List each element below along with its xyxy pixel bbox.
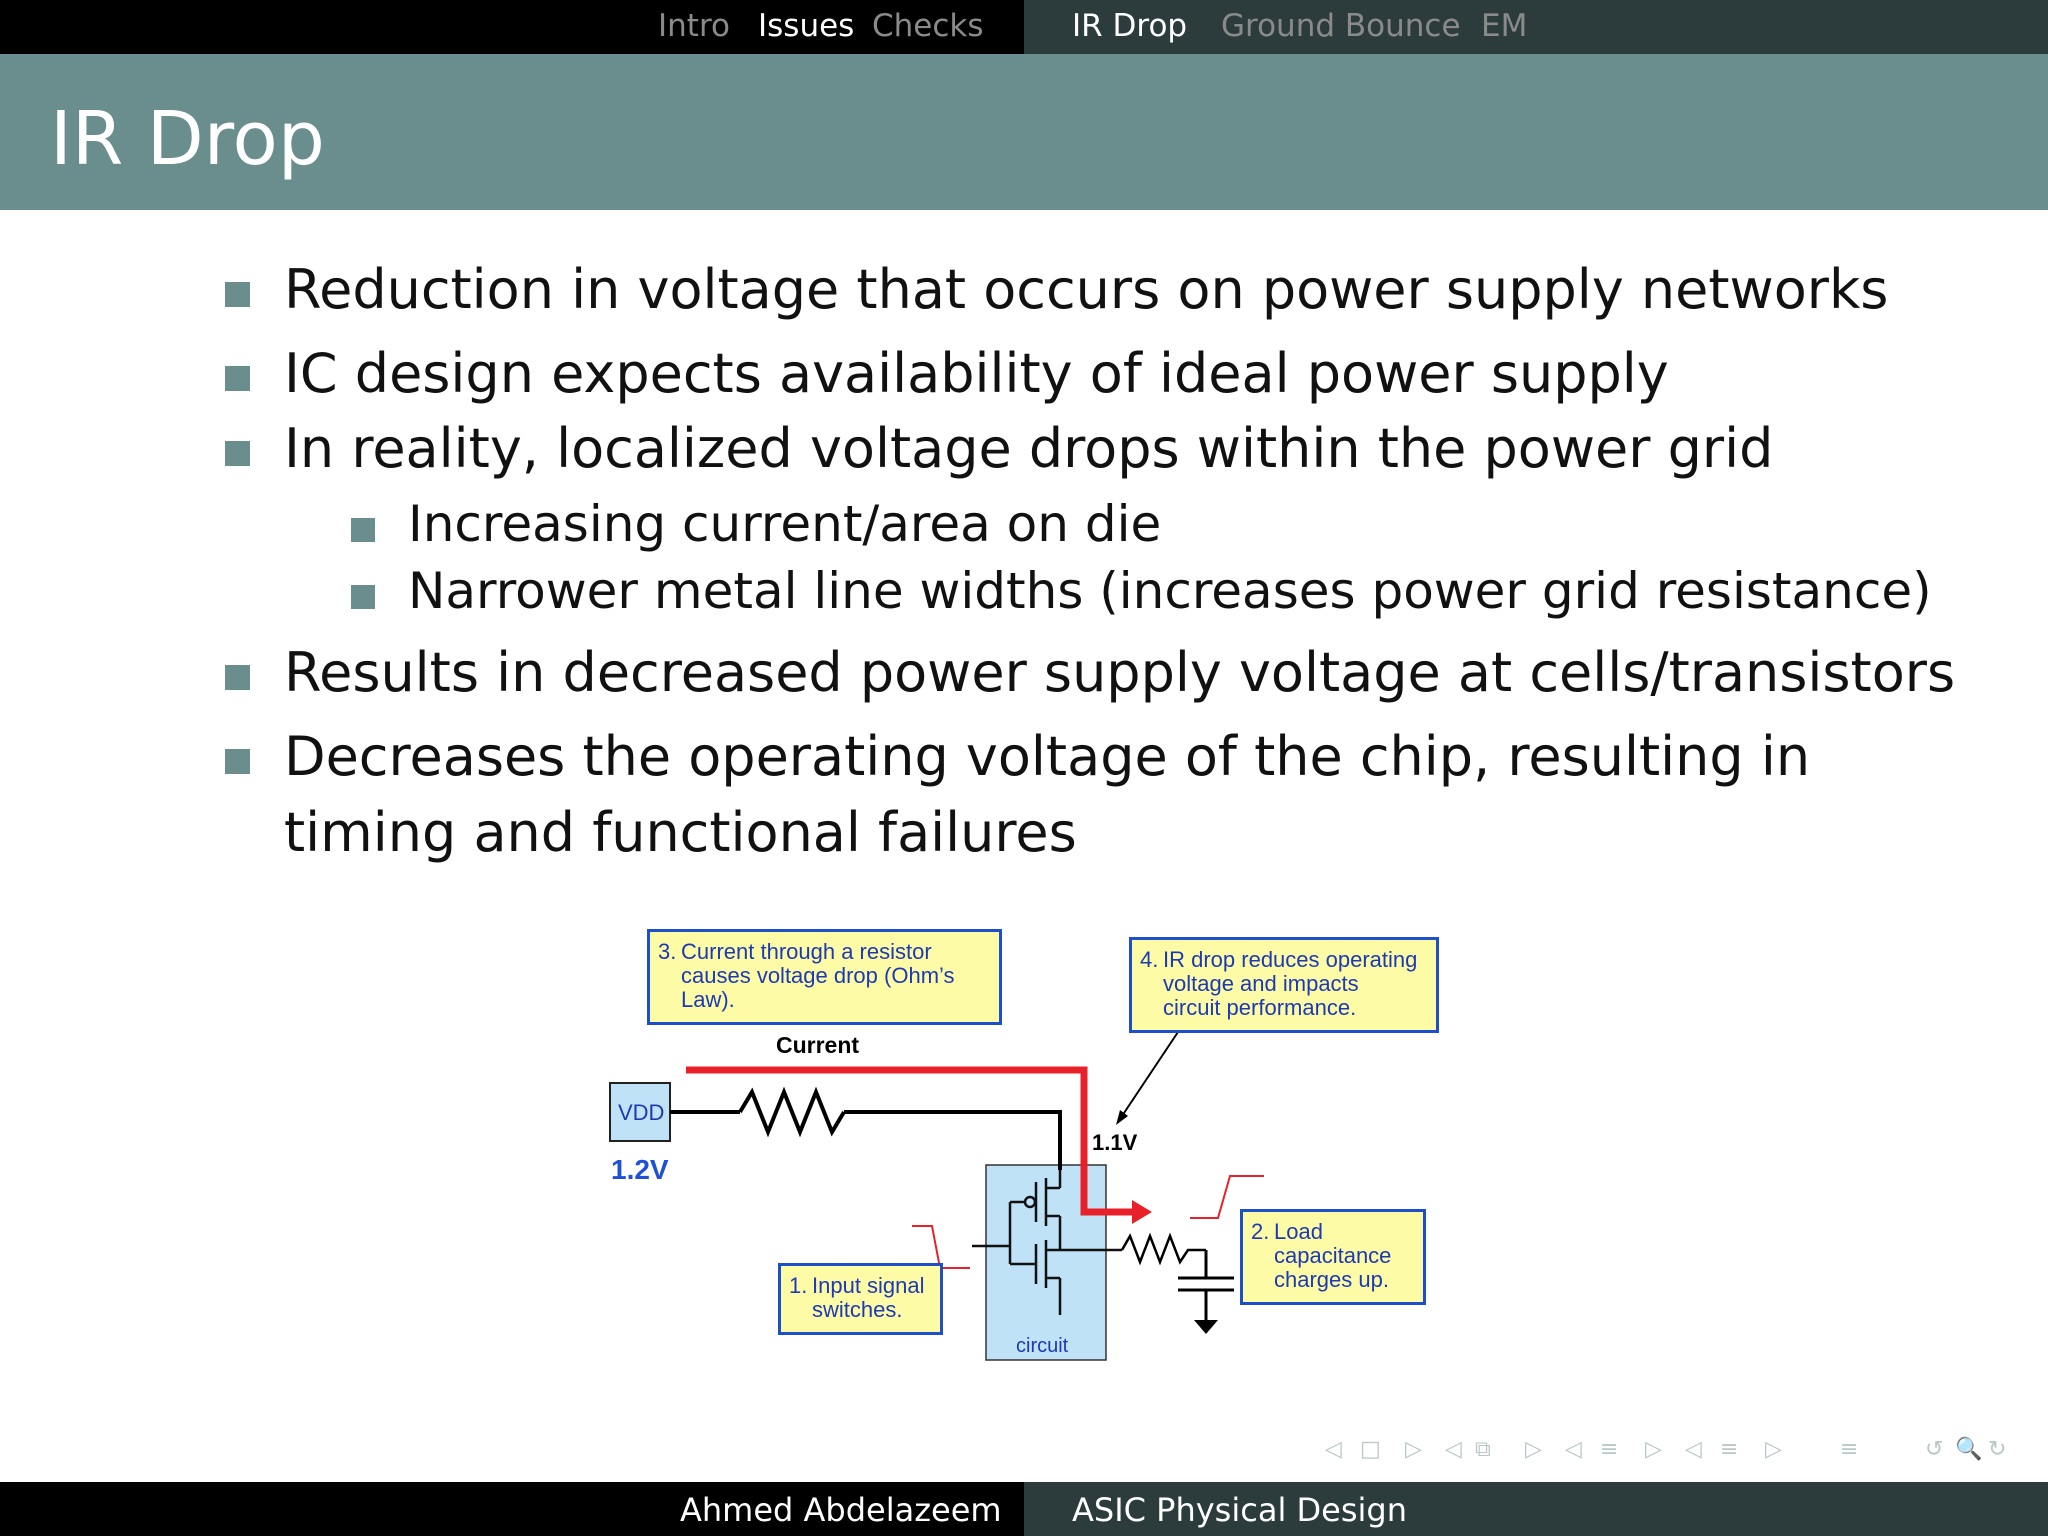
bullet-item: IC design expects availability of ideal … [225, 342, 1669, 406]
bullet-square-icon [225, 665, 250, 690]
forward-icon[interactable]: ↻ [1988, 1437, 2007, 1462]
slide-icon[interactable]: □ [1360, 1437, 1381, 1462]
document-icon[interactable]: ≡ [1840, 1437, 1859, 1462]
nav-subsection-ground-bounce[interactable]: Ground Bounce [1221, 8, 1461, 44]
footer-bar: Ahmed Abdelazeem ASIC Physical Design [0, 1482, 2048, 1536]
top-navigation-bar: Intro Issues Checks IR Drop Ground Bounc… [0, 0, 2048, 54]
bullet-item: Results in decreased power supply voltag… [225, 641, 1955, 705]
slide-title: IR Drop [50, 96, 325, 182]
ir-drop-diagram: 3. Current through a resistor causes vol… [600, 920, 1450, 1370]
input-waveform-icon [912, 1225, 970, 1269]
current-path [686, 1066, 1136, 1216]
nav-subsection-ir-drop[interactable]: IR Drop [1072, 8, 1188, 44]
frame-icon[interactable]: ⧉ [1475, 1437, 1491, 1462]
bullet-continuation: timing and functional failures [284, 801, 1077, 864]
note-pointer [1121, 1031, 1179, 1117]
next-subsection-icon[interactable]: ▷ [1645, 1437, 1662, 1462]
capacitor-icon [1178, 1250, 1234, 1320]
current-label: Current [776, 1032, 860, 1058]
bullet-item: Reduction in voltage that occurs on powe… [225, 258, 1888, 322]
sub-bullet-item: Increasing current/area on die [351, 494, 1161, 554]
prev-frame-icon[interactable]: ◁ [1445, 1437, 1462, 1462]
bullet-item: In reality, localized voltage drops with… [225, 417, 1773, 481]
load-resistor-icon [1120, 1232, 1206, 1266]
frame-title-bar: IR Drop [0, 54, 2048, 210]
bullet-item: Decreases the operating voltage of the c… [225, 725, 1810, 789]
subsection-nav: IR Drop Ground Bounce EM [1024, 0, 2048, 54]
vdd-voltage-label: 1.2V [611, 1154, 669, 1185]
navigation-symbols: ◁ □ ▷ ◁ ⧉ ▷ ◁ ≡ ▷ ◁ ≡ ▷ ≡ ↺ 🔍 ↻ [1320, 1436, 2020, 1464]
prev-slide-icon[interactable]: ◁ [1325, 1437, 1342, 1462]
nav-section-intro[interactable]: Intro [658, 8, 730, 44]
bullet-square-icon [351, 518, 375, 542]
resistor-icon [738, 1086, 846, 1138]
drop-voltage-label: 1.1V [1092, 1130, 1138, 1155]
back-icon[interactable]: ↺ [1925, 1437, 1944, 1462]
footer-course: ASIC Physical Design [1072, 1491, 1407, 1529]
nav-subsection-em[interactable]: EM [1481, 8, 1528, 44]
nav-section-checks[interactable]: Checks [872, 8, 984, 44]
next-frame-icon[interactable]: ▷ [1525, 1437, 1542, 1462]
section-icon[interactable]: ≡ [1720, 1437, 1739, 1462]
sub-bullet-item: Narrower metal line widths (increases po… [351, 561, 1932, 621]
note-load-capacitance: 2. Load capacitance charges up. [1240, 1209, 1426, 1305]
bullet-square-icon [225, 441, 250, 466]
output-waveform-icon [1190, 1175, 1264, 1219]
prev-subsection-icon[interactable]: ◁ [1565, 1437, 1582, 1462]
next-section-icon[interactable]: ▷ [1765, 1437, 1782, 1462]
next-slide-icon[interactable]: ▷ [1405, 1437, 1422, 1462]
bullet-square-icon [225, 749, 250, 774]
bullet-square-icon [225, 366, 250, 391]
prev-section-icon[interactable]: ◁ [1685, 1437, 1702, 1462]
section-nav: Intro Issues Checks [0, 0, 1024, 54]
bullet-square-icon [225, 282, 250, 307]
note-ir-drop: 4. IR drop reduces operating voltage and… [1129, 937, 1439, 1033]
supply-wire [844, 1110, 1062, 1170]
search-icon[interactable]: 🔍 [1955, 1437, 1983, 1462]
note-input-signal: 1. Input signal switches. [778, 1263, 943, 1335]
vdd-box [609, 1082, 671, 1142]
footer-author: Ahmed Abdelazeem [680, 1491, 1002, 1529]
subsection-icon[interactable]: ≡ [1600, 1437, 1619, 1462]
nav-section-issues[interactable]: Issues [758, 8, 855, 44]
current-arrow-icon [1132, 1200, 1152, 1224]
pointer-arrow-icon [1116, 1110, 1128, 1125]
circuit-schematic [609, 1031, 1264, 1361]
inverter-icon [972, 1170, 1122, 1315]
ground-icon [1194, 1320, 1218, 1334]
bullet-square-icon [351, 585, 375, 609]
circuit-label: circuit [1016, 1335, 1069, 1357]
note-ohms-law: 3. Current through a resistor causes vol… [647, 929, 1002, 1025]
vdd-label: VDD [618, 1100, 665, 1125]
